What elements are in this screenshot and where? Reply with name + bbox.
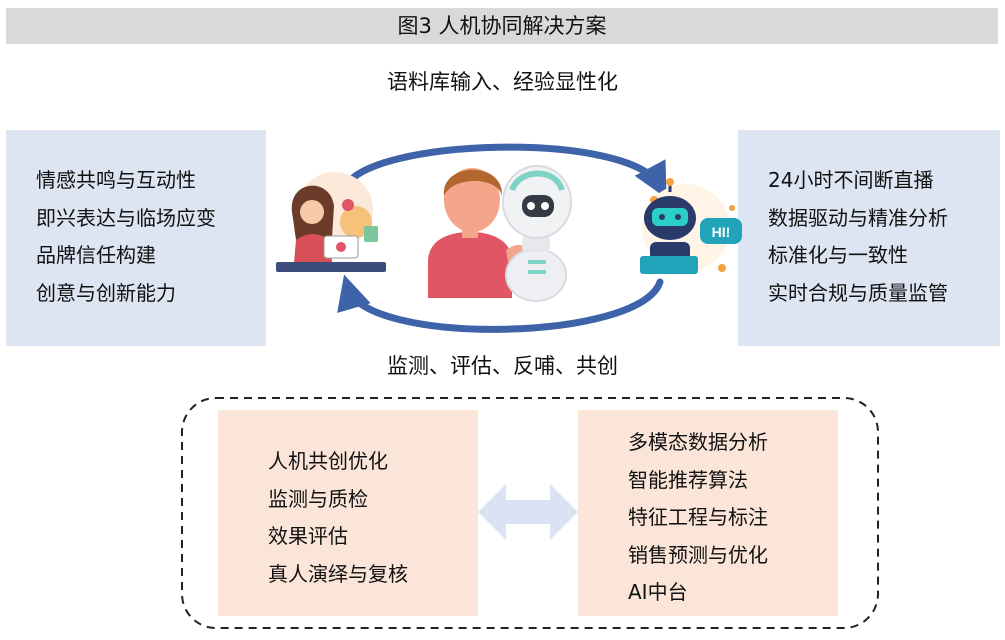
- human-strength-item: 创意与创新能力: [36, 280, 176, 305]
- caption-corpus-input: 语料库输入、经验显性化: [387, 70, 618, 94]
- human-role-item: 监测与质检: [268, 486, 368, 511]
- ai-strength-item: 实时合规与质量监管: [768, 280, 948, 305]
- robot-bubble-text: HI!: [712, 224, 731, 240]
- ai-role-item: 智能推荐算法: [628, 467, 748, 492]
- human-strength-item: 品牌信任构建: [36, 243, 156, 267]
- ai-role-box: 多模态数据分析 智能推荐算法 特征工程与标注 销售预测与优化 AI中台: [578, 410, 838, 616]
- ai-role-item: 销售预测与优化: [628, 542, 768, 567]
- dashed-frame: [181, 397, 879, 629]
- bottom-cycle-arrow: [337, 274, 664, 333]
- human-role-item: 真人演绎与复核: [268, 561, 408, 586]
- double-arrow: [478, 484, 578, 540]
- human-and-robot-illustration: [428, 165, 572, 302]
- top-cycle-arrow: [341, 143, 667, 199]
- ai-strength-item: 数据驱动与精准分析: [768, 205, 948, 230]
- human-streamer-illustration: [276, 172, 386, 272]
- ai-strength-item: 标准化与一致性: [768, 243, 908, 267]
- ai-role-item: 多模态数据分析: [628, 430, 768, 454]
- caption-monitor-evaluate: 监测、评估、反哺、共创: [387, 354, 618, 378]
- chatbot-robot-illustration: HI!: [640, 178, 742, 274]
- ai-role-item: 特征工程与标注: [628, 505, 768, 529]
- human-role-box: 人机共创优化 监测与质检 效果评估 真人演绎与复核: [218, 410, 478, 616]
- figure-title: 图3 人机协同解决方案: [6, 8, 998, 44]
- human-role-item: 人机共创优化: [268, 449, 388, 473]
- human-role-item: 效果评估: [268, 524, 348, 548]
- human-strength-item: 情感共鸣与互动性: [36, 168, 196, 192]
- human-strengths-box: 情感共鸣与互动性 即兴表达与临场应变 品牌信任构建 创意与创新能力: [6, 130, 266, 346]
- ai-strengths-box: 24小时不间断直播 数据驱动与精准分析 标准化与一致性 实时合规与质量监管: [738, 130, 1000, 346]
- human-strength-item: 即兴表达与临场应变: [36, 205, 216, 230]
- ai-strength-item: 24小时不间断直播: [768, 168, 934, 192]
- ai-role-item: AI中台: [628, 580, 688, 604]
